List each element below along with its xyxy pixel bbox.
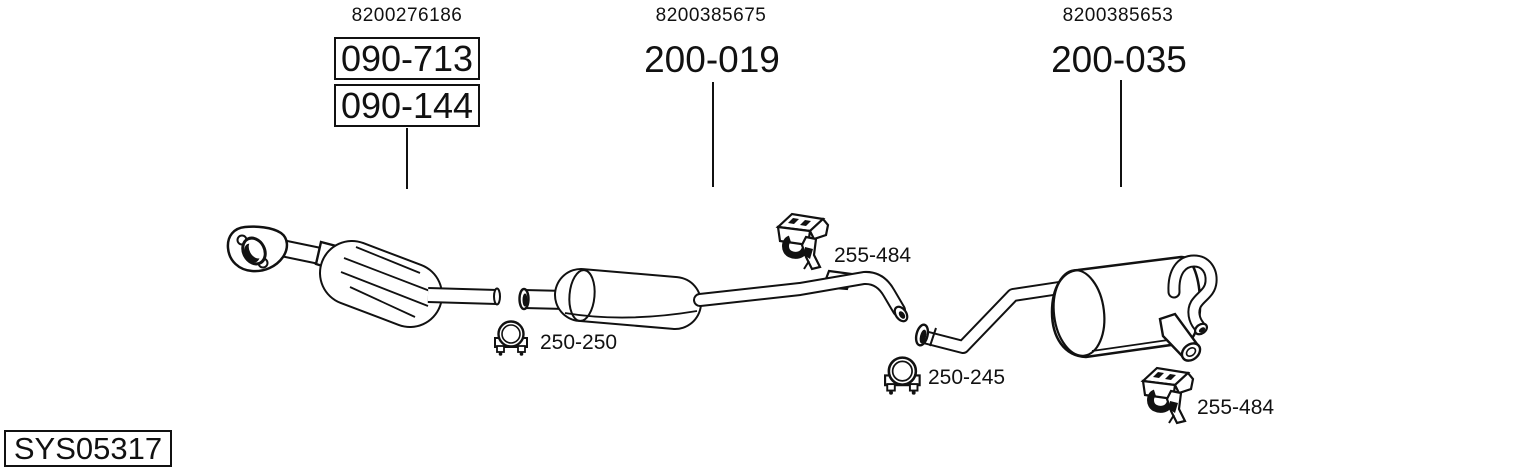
part-number-box[interactable]: 090-144 [334, 84, 480, 127]
system-code-badge: SYS05317 [4, 430, 172, 467]
hanger-icon [1143, 368, 1193, 423]
part-number-label[interactable]: 200-035 [1051, 39, 1187, 80]
leader-lines [406, 80, 1122, 189]
middle-muffler-assembly [518, 268, 909, 330]
clamp-icon [883, 356, 921, 396]
part-ref-number: 8200276186 [351, 5, 463, 26]
catalytic-converter-assembly [226, 225, 501, 328]
mount-part-label[interactable]: 255-484 [1197, 396, 1275, 419]
hanger-icon [778, 214, 828, 269]
mount-part-label[interactable]: 250-250 [540, 331, 618, 354]
part-number-label[interactable]: 200-019 [644, 39, 780, 80]
mount-part-label[interactable]: 255-484 [834, 244, 912, 267]
mount-part-label[interactable]: 250-245 [928, 366, 1006, 389]
clamp-icon [493, 320, 529, 357]
rear-muffler-assembly [914, 254, 1218, 362]
part-number-box[interactable]: 090-713 [334, 37, 480, 80]
inlet-flange [226, 225, 289, 273]
part-ref-number: 8200385675 [655, 5, 767, 26]
part-ref-number: 8200385653 [1062, 5, 1174, 26]
converter-hatch-lines [340, 246, 431, 318]
